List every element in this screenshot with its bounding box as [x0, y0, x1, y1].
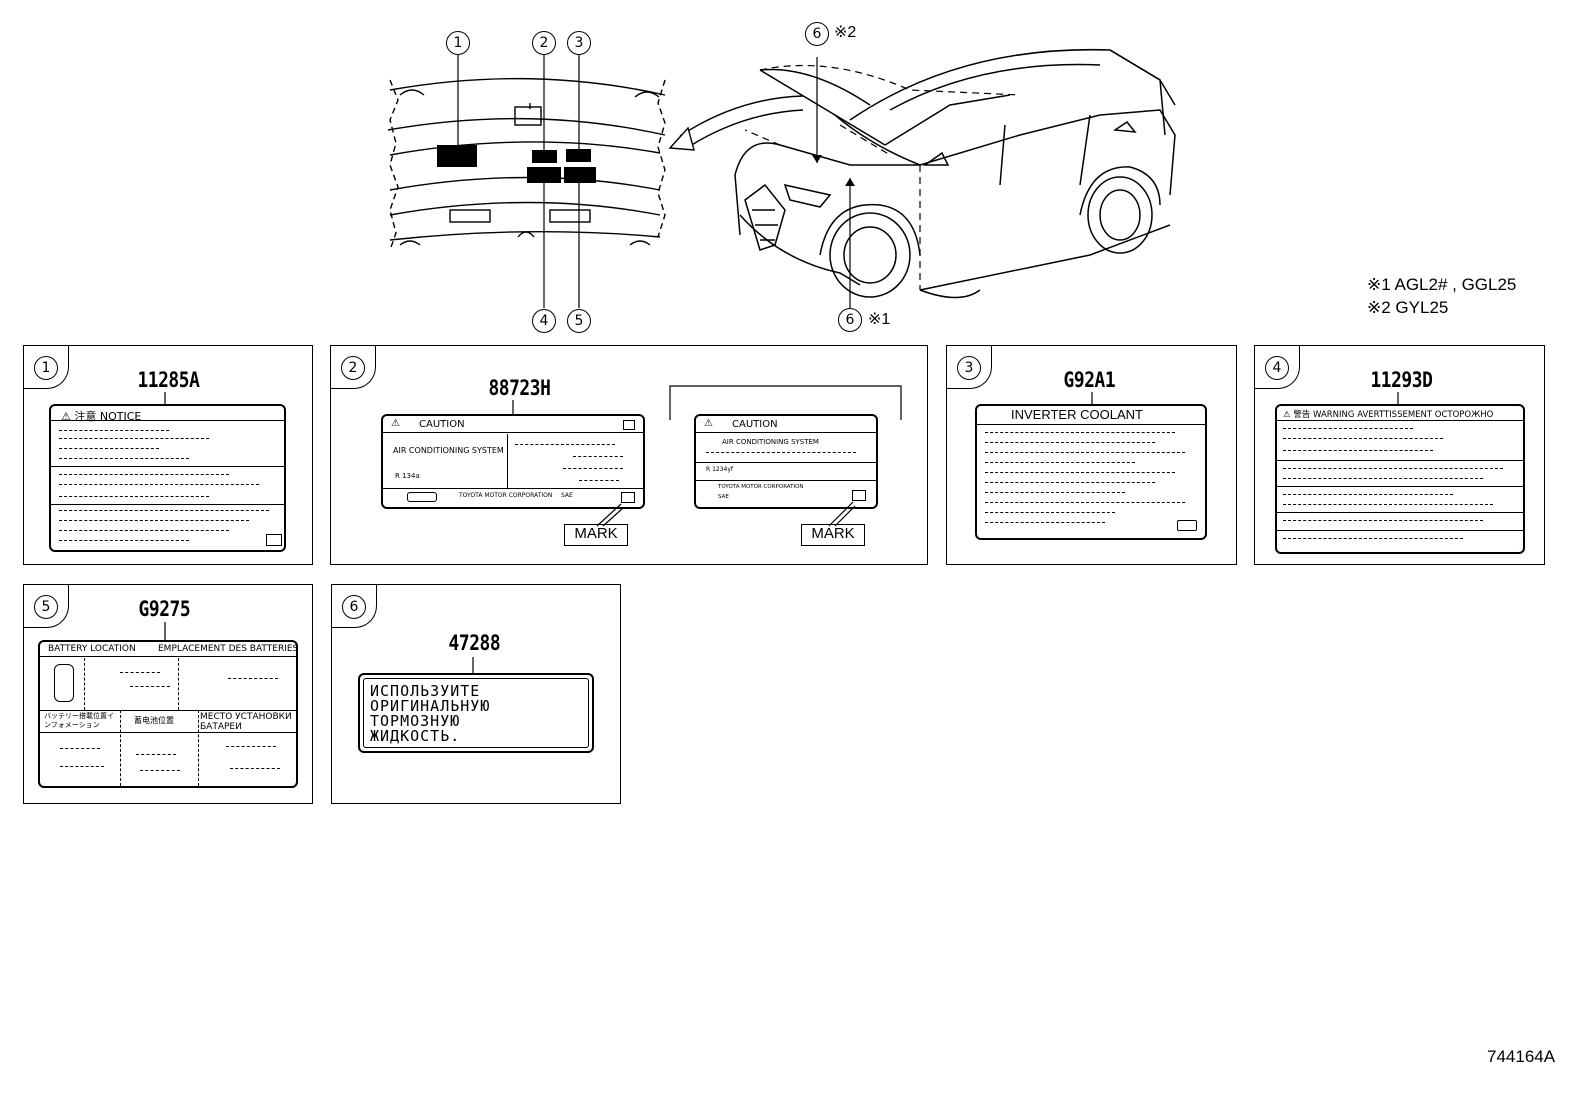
callout-6-lower-note: ※1 [868, 311, 891, 328]
brake-fluid-label-drawing: ИСПОЛЬЗУИТЕ ОРИГИНАЛЬНУЮ ТОРМОЗНУЮ ЖИДКО… [358, 673, 594, 753]
battery-title-fr: EMPLACEMENT DES BATTERIES [158, 644, 299, 654]
callout-1: 1 [446, 31, 470, 55]
panel-index-2: 2 [341, 356, 365, 380]
panel-index-5: 5 [34, 595, 58, 619]
mark-tag-right: MARK [801, 524, 865, 546]
callout-2: 2 [532, 31, 556, 55]
callout-4: 4 [532, 309, 556, 333]
part-number-G92A1: G92A1 [1063, 368, 1116, 392]
part-number-G9275: G9275 [138, 597, 191, 621]
pointer-arrow [668, 95, 804, 151]
inverter-coolant-title: INVERTER COOLANT [1011, 407, 1143, 422]
label-panel-1: 1 11285A ⚠ 注意 NOTICE [23, 345, 313, 565]
panel-index-3: 3 [957, 356, 981, 380]
ac-label-r134a-title: CAUTION [419, 419, 465, 430]
label-panel-4: 4 11293D ⚠ 警告 WARNING AVERTTISSEMENT ОСТ… [1254, 345, 1545, 565]
panel-index-1: 1 [34, 356, 58, 380]
notice-header: ⚠ 注意 NOTICE [61, 410, 142, 423]
warning-header: ⚠ 警告 WARNING AVERTTISSEMENT ОСТОРОЖНО [1283, 410, 1494, 420]
vehicle-illustration [734, 48, 1176, 308]
ac-label-r1234yf: ⚠ CAUTION AIR CONDITIONING SYSTEM R 1234… [694, 414, 878, 509]
brake-fluid-line-3: ТОРМОЗНУЮ [370, 712, 461, 730]
ac-label-r134a: CAUTION ⚠ AIR CONDITIONING SYSTEM R 134a… [381, 414, 645, 509]
brake-fluid-line-2: ОРИГИНАЛЬНУЮ [370, 697, 491, 715]
label-panel-6: 6 47288 ИСПОЛЬЗУИТЕ ОРИГИНАЛЬНУЮ ТОРМОЗН… [331, 584, 621, 804]
callout-6-upper: 6 [805, 22, 829, 46]
inverter-coolant-label-drawing: INVERTER COOLANT [975, 404, 1207, 540]
panel-index-6: 6 [342, 595, 366, 619]
engine-bay-closeup-illustration [387, 55, 666, 308]
diagram-id: 744164A [1487, 1047, 1556, 1066]
ac-label-r134a-refrigerant: R 134a [395, 472, 420, 480]
battery-col-ru: МЕСТО УСТАНОВКИ БАТАРЕИ [200, 712, 292, 732]
ac-label-r1234yf-maker: TOYOTA MOTOR CORPORATION [718, 484, 804, 490]
label-panel-2: 2 88723H CAUTION ⚠ AIR CONDITIONING SYST… [330, 345, 928, 565]
warning-label-drawing: ⚠ 警告 WARNING AVERTTISSEMENT ОСТОРОЖНО [1275, 404, 1525, 554]
ac-label-r134a-maker: TOYOTA MOTOR CORPORATION [459, 492, 553, 499]
battery-title-en: BATTERY LOCATION [48, 644, 136, 654]
mark-tag-left: MARK [564, 524, 628, 546]
part-number-11293D: 11293D [1370, 368, 1433, 392]
ac-label-r134a-system: AIR CONDITIONING SYSTEM [393, 446, 504, 455]
part-number-88723H: 88723H [488, 376, 551, 400]
callout-6-upper-note: ※2 [834, 24, 857, 41]
battery-col-ja: バッテリー搭載位置インフォメーション [44, 712, 114, 729]
callout-3: 3 [567, 31, 591, 55]
label-panel-5: 5 G9275 BATTERY LOCATION EMPLACEMENT DES… [23, 584, 313, 804]
ac-label-r1234yf-sae: SAE [718, 494, 729, 500]
brake-fluid-line-1: ИСПОЛЬЗУИТЕ [370, 682, 481, 700]
panel-index-4: 4 [1265, 356, 1289, 380]
callout-5: 5 [567, 309, 591, 333]
notice-label-drawing: ⚠ 注意 NOTICE [49, 404, 286, 552]
ac-label-r1234yf-refrigerant: R 1234yf [706, 466, 734, 473]
applicability-note-1: ※1 AGL2# , GGL25 [1367, 275, 1517, 294]
ac-label-r134a-sae: SAE [561, 492, 573, 499]
ac-label-r1234yf-system: AIR CONDITIONING SYSTEM [722, 438, 819, 446]
battery-location-label-drawing: BATTERY LOCATION EMPLACEMENT DES BATTERI… [38, 640, 298, 788]
battery-col-zh: 蓄电池位置 [134, 716, 174, 725]
label-panel-3: 3 G92A1 INVERTER COOLANT [946, 345, 1237, 565]
applicability-note-2: ※2 GYL25 [1367, 298, 1449, 317]
ac-label-r1234yf-title: CAUTION [732, 419, 778, 430]
callout-6-lower: 6 [838, 308, 862, 332]
part-number-11285A: 11285A [137, 368, 200, 392]
part-number-47288: 47288 [448, 631, 501, 655]
brake-fluid-line-4: ЖИДКОСТЬ. [370, 727, 461, 745]
